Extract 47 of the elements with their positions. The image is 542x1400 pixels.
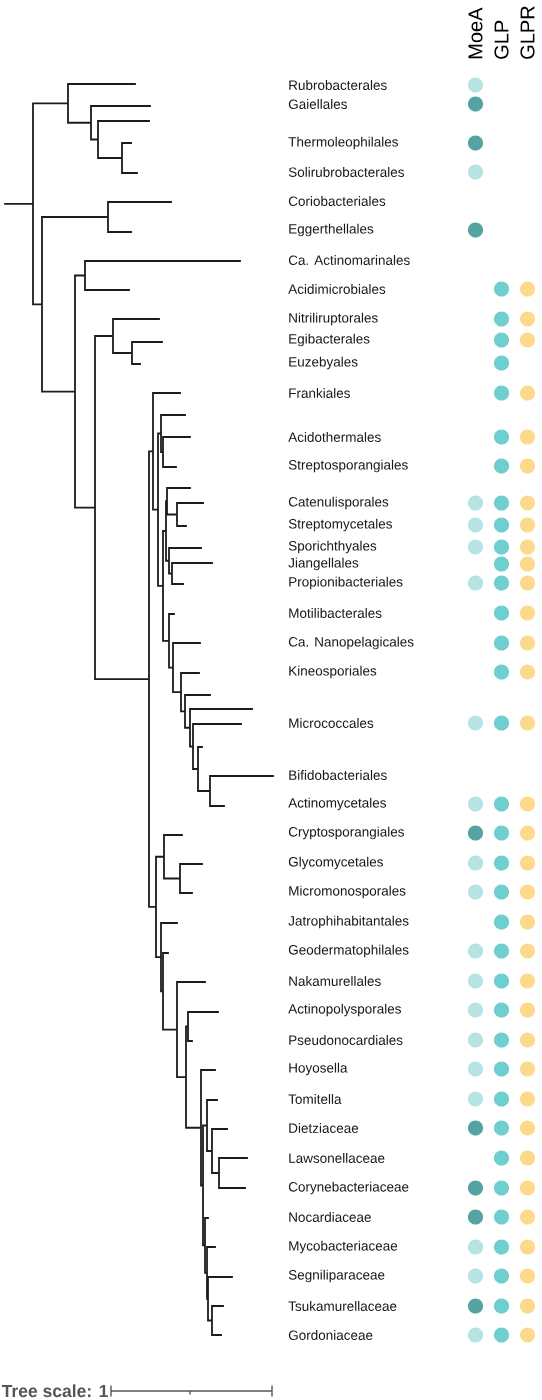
row-label: Micrococcales — [289, 718, 374, 728]
row-label: Nocardiaceae — [289, 1212, 371, 1222]
row-label: Streptosporangiales — [288, 459, 408, 473]
row-label: Kineosporiales — [289, 665, 377, 679]
row-label: Tomitella — [288, 1094, 342, 1104]
row-label: Jiangellales — [288, 557, 359, 571]
row-label: Euzebyales — [289, 356, 358, 370]
row-label: Rubrobacterales — [289, 80, 387, 90]
row-label: Streptomycetales — [288, 518, 392, 532]
row-label: Glycomycetales — [288, 856, 383, 870]
row-label: Sporichthyales — [288, 540, 377, 554]
column-header: GLPR — [520, 6, 535, 59]
row-label: Gaiellales — [288, 99, 347, 109]
row-label: Eggerthellales — [289, 223, 374, 237]
row-label: Motilibacterales — [289, 608, 382, 618]
row-label: Segniliparaceae — [288, 1269, 385, 1283]
row-label: Lawsonellaceae — [289, 1153, 385, 1163]
row-label: Mycobacteriaceae — [289, 1240, 398, 1254]
row-label: Nitriliruptorales — [289, 312, 378, 326]
row-label: Cryptosporangiales — [288, 826, 404, 840]
scale-label: Tree scale: 1 — [1, 1384, 108, 1398]
row-label: Coriobacteriales — [288, 196, 386, 206]
row-label: Actinomycetales — [288, 797, 386, 811]
row-label: Actinopolysporales — [288, 1003, 401, 1017]
row-label: Jatrophihabitantales — [288, 915, 409, 929]
row-label: Solirubrobacterales — [288, 167, 404, 177]
row-label: Corynebacteriaceae — [288, 1181, 409, 1195]
row-label: Acidothermales — [288, 432, 381, 442]
row-label: Hoyosella — [289, 1062, 348, 1076]
column-header: GLP — [494, 20, 509, 59]
row-label: Micromonosporales — [289, 885, 406, 899]
row-label: Geodermatophilales — [288, 944, 409, 958]
row-label: Ca. Actinomarinales — [288, 255, 410, 265]
row-label: Ca. Nanopelagicales — [288, 636, 414, 650]
row-label: Pseudonocardiales — [289, 1035, 403, 1045]
row-label: Frankiales — [289, 388, 350, 398]
row-label: Thermoleophilales — [288, 136, 398, 150]
row-label: Acidimicrobiales — [288, 284, 386, 294]
row-label: Gordoniaceae — [288, 1330, 373, 1340]
row-label: Propionibacteriales — [289, 576, 403, 590]
row-label: Catenulisporales — [288, 496, 389, 510]
row-label: Bifidobacteriales — [289, 770, 387, 780]
row-label: Dietziaceae — [289, 1123, 359, 1133]
row-label: Nakamurellales — [289, 976, 381, 986]
column-header: MoeA — [468, 7, 483, 59]
row-label: Egibacterales — [289, 333, 370, 347]
row-label: Tsukamurellaceae — [288, 1301, 397, 1311]
